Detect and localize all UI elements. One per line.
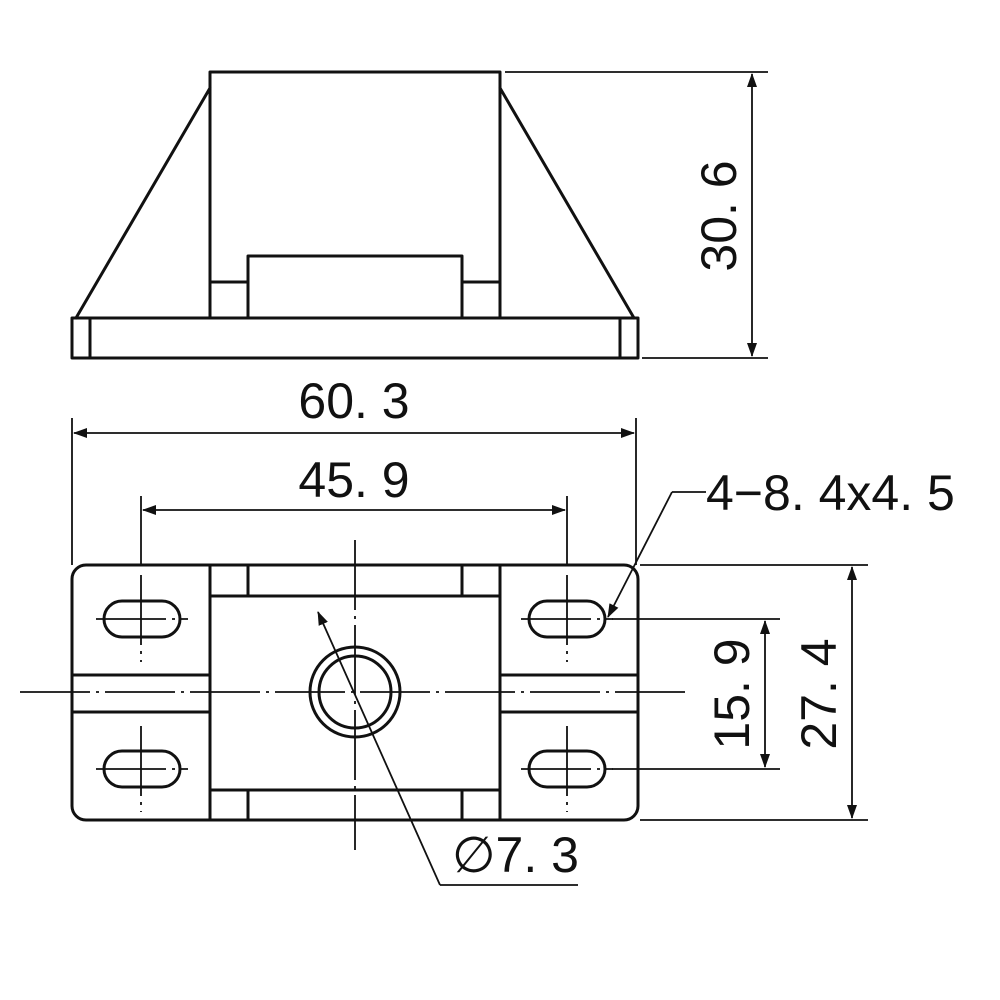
dimension-base-depth: 27. 4	[640, 564, 868, 821]
dimension-height: 30. 6	[505, 71, 768, 359]
dimension-overall-width-label: 60. 3	[298, 373, 409, 429]
front-view-block	[208, 70, 502, 320]
front-view	[70, 70, 640, 360]
dimension-slot-spacing: 15. 9	[612, 618, 780, 770]
dimension-height-label: 30. 6	[691, 160, 747, 271]
dimension-overall-width: 60. 3	[71, 373, 637, 565]
hole-diameter-label: ∅7. 3	[452, 827, 579, 883]
slot-callout: 4−8. 4x4. 5	[607, 465, 955, 618]
front-view-left-gusset	[74, 86, 212, 320]
dimension-hole-spacing: 45. 9	[140, 452, 568, 565]
dimension-slot-spacing-label: 15. 9	[704, 638, 760, 749]
front-view-base-plate	[70, 316, 640, 360]
dimension-hole-spacing-label: 45. 9	[298, 452, 409, 508]
leader-line	[317, 611, 441, 886]
front-view-right-gusset	[498, 86, 636, 320]
dimension-base-depth-label: 27. 4	[791, 638, 847, 749]
leader-line	[607, 491, 673, 618]
slot-callout-label: 4−8. 4x4. 5	[706, 465, 955, 521]
hole-diameter-callout: ∅7. 3	[317, 611, 579, 886]
top-view	[20, 540, 685, 850]
